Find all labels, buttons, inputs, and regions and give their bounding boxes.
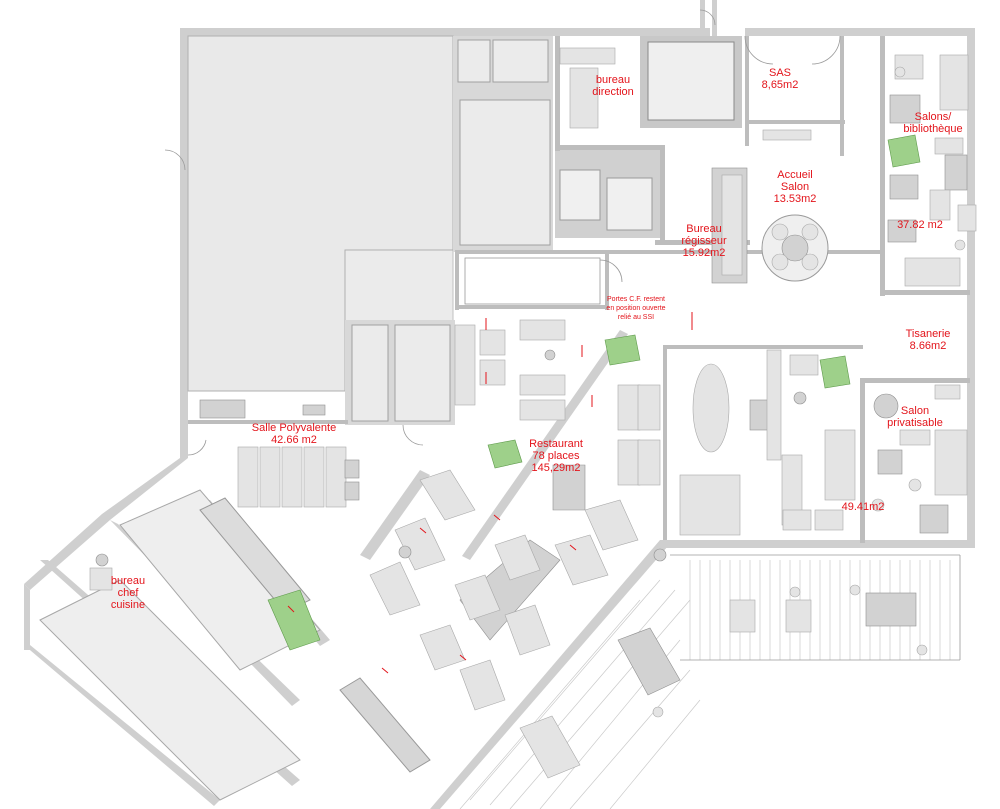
bureau-regisseur-label-line1: Bureau xyxy=(686,223,721,235)
salon-privatisable-area-label: 49.41m2 xyxy=(842,501,885,513)
sas-label-line1: SAS xyxy=(769,67,791,79)
bureau-chef-label-line1: bureau xyxy=(111,575,145,587)
portes-cf-note-line2: en position ouverte xyxy=(606,305,665,312)
bureau-direction-label-line1: bureau xyxy=(596,74,630,86)
salle-polyvalente-area-label: 42.66 m2 xyxy=(271,434,317,446)
kitchen-zone xyxy=(39,489,431,801)
door-swings xyxy=(164,9,841,456)
accueil-label-line1: Accueil xyxy=(777,169,812,181)
restaurant-capacity-label: 78 places xyxy=(532,450,580,462)
service-blocks xyxy=(187,35,742,425)
salons-furniture xyxy=(887,54,977,287)
salons-area-label: 37.82 m2 xyxy=(897,219,943,231)
terrace-furniture xyxy=(519,584,928,779)
portes-cf-note-line3: relié au SSI xyxy=(618,314,654,321)
chef-furniture xyxy=(89,553,113,591)
bureau-chef-label-line3: cuisine xyxy=(111,599,145,611)
center-tables xyxy=(679,349,856,536)
salons-label-line1: Salons/ xyxy=(915,111,953,123)
tisanerie-label: Tisanerie xyxy=(906,328,951,340)
restaurant-tables xyxy=(369,319,667,711)
salle-polyvalente-label: Salle Polyvalente xyxy=(252,422,336,434)
accueil-label-line2: Salon xyxy=(781,181,809,193)
bureau-direction-label-line2: direction xyxy=(592,86,634,98)
room-labels: bureau direction SAS 8,65m2 Salons/ bibl… xyxy=(111,67,963,611)
restaurant-label: Restaurant xyxy=(529,438,583,450)
dimension-marks xyxy=(287,312,693,674)
bureau-regisseur-label-line2: régisseur xyxy=(681,235,727,247)
bureau-chef-label-line2: chef xyxy=(118,587,140,599)
salon-privatisable-label-line1: Salon xyxy=(901,405,929,417)
portes-cf-note-line1: Portes C.F. restent xyxy=(607,296,665,303)
salons-label-line2: bibliothèque xyxy=(903,123,962,135)
sas-area-label: 8,65m2 xyxy=(762,79,799,91)
accueil-furniture xyxy=(559,47,829,284)
privatisable-furniture xyxy=(871,384,968,534)
accueil-area-label: 13.53m2 xyxy=(774,193,817,205)
outer-walls xyxy=(24,0,975,809)
salon-privatisable-label-line2: privatisable xyxy=(887,417,943,429)
polyvalente-tables xyxy=(199,399,360,508)
restaurant-area-label: 145,29m2 xyxy=(532,462,581,474)
tisanerie-area-label: 8.66m2 xyxy=(910,340,947,352)
bureau-regisseur-area-label: 15.92m2 xyxy=(683,247,726,259)
